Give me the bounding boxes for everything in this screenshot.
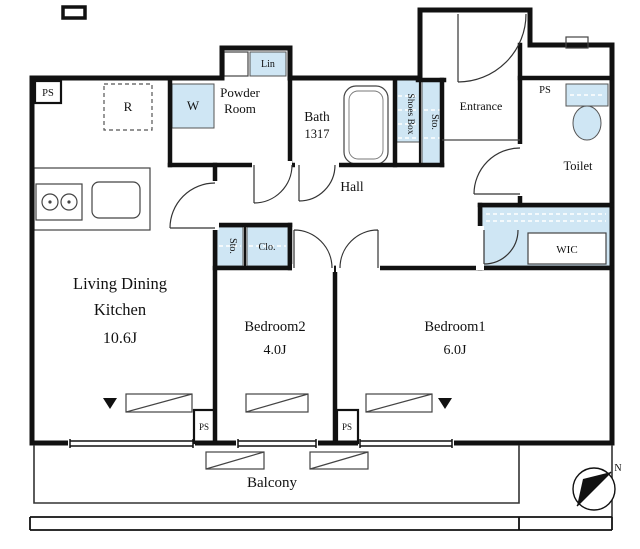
shoes-box-label: Shoes Box xyxy=(405,94,415,135)
balcony-border xyxy=(33,445,520,504)
washer-label: W xyxy=(187,98,200,113)
linen-label: Lin xyxy=(261,59,275,70)
stove-icon xyxy=(35,183,83,221)
door-arc-bedroom2 xyxy=(293,229,333,269)
bedroom1-area-label: 6.0J xyxy=(444,343,468,358)
closet-label: Clo. xyxy=(259,242,276,253)
sliding-symbol-diagonal xyxy=(365,393,433,413)
window-bedroom2 xyxy=(237,439,317,448)
window-cover xyxy=(358,437,454,449)
toilet-fixture xyxy=(565,83,609,141)
direction-triangles xyxy=(103,398,452,409)
linen-cabinet xyxy=(249,51,287,77)
sliding-door-symbols xyxy=(125,393,433,470)
bath-size-label: 1317 xyxy=(305,127,330,141)
hall-storage-label: Sto. xyxy=(227,238,238,254)
entrance-label: Entrance xyxy=(460,99,503,113)
sink-icon xyxy=(91,181,141,219)
balcony-label: Balcony xyxy=(247,475,297,491)
opening-bath xyxy=(295,161,339,169)
ps-shaft-bottom-right xyxy=(335,408,360,445)
toilet-label: Toilet xyxy=(564,159,594,173)
hall-label: Hall xyxy=(340,179,363,194)
stove-burner-dot xyxy=(67,200,71,204)
toilet-bowl xyxy=(572,105,602,141)
ldk-label-line1: Living Dining xyxy=(73,274,167,293)
labels: PS R W Powder Room Lin Bath 1317 Shoes B… xyxy=(42,59,593,491)
door-arc-bedroom1 xyxy=(339,229,379,269)
door-arc-wic xyxy=(483,229,519,265)
door-arc-bath xyxy=(298,164,336,202)
opening-wic xyxy=(476,226,484,270)
window-cover xyxy=(68,437,195,449)
door-openings xyxy=(211,144,524,272)
ldk-area-label: 10.6J xyxy=(103,330,137,347)
ps-label-bottom-left: PS xyxy=(199,422,209,432)
exterior-duct-top-right xyxy=(565,36,589,49)
walls xyxy=(29,7,615,446)
bedroom2-area-label: 4.0J xyxy=(264,343,288,358)
balcony-partition-diagonal xyxy=(309,451,369,470)
powder-room-label-line2: Room xyxy=(224,101,256,116)
opening-toilet xyxy=(516,144,524,196)
sliding-symbol-diagonal xyxy=(245,393,309,413)
windows xyxy=(68,437,454,449)
fridge-label: R xyxy=(124,99,133,114)
ps-shaft-top-left xyxy=(33,79,63,105)
entrance-storage-label: Sto. xyxy=(429,114,440,130)
window-cover xyxy=(236,437,318,449)
ldk-label-line2: Kitchen xyxy=(94,300,146,319)
bathtub-icon xyxy=(343,85,389,165)
door-arc-powder xyxy=(253,164,293,204)
door-arc-toilet xyxy=(473,147,521,195)
triangle-marker-ldk xyxy=(103,398,117,409)
balcony-partition-diagonal xyxy=(205,451,265,470)
ps-label-top-left: PS xyxy=(42,88,54,99)
bathtub-inner xyxy=(348,90,384,160)
opening-bedroom1 xyxy=(336,264,380,272)
opening-ldk xyxy=(211,181,219,230)
outer-wall xyxy=(29,7,615,446)
bathtub-outer xyxy=(343,85,389,165)
north-label: N xyxy=(614,463,621,474)
wic-label: WIC xyxy=(556,244,577,256)
ps-shaft-bottom-left xyxy=(192,408,217,445)
fridge-space xyxy=(103,83,153,131)
kitchen-counter xyxy=(33,167,151,231)
exterior-duct-top-left xyxy=(61,5,87,20)
compass: N xyxy=(572,463,622,511)
door-swings xyxy=(169,13,527,269)
ps-label-bottom-right: PS xyxy=(342,422,352,432)
triangle-marker-bedroom1 xyxy=(438,398,452,409)
opening-powder xyxy=(252,161,292,169)
window-bedroom1 xyxy=(359,439,453,448)
sliding-symbol-diagonal xyxy=(125,393,193,413)
powder-room-label-line1: Powder xyxy=(220,85,260,100)
site-boundary-lines xyxy=(29,516,613,531)
entrance-storage-shelves xyxy=(424,109,440,139)
washer-space xyxy=(171,83,215,129)
bedroom1-label: Bedroom1 xyxy=(424,319,485,335)
opening-bedroom2 xyxy=(292,264,334,272)
ps-shafts xyxy=(33,79,360,445)
ps-label-top-right: PS xyxy=(539,85,551,96)
door-arc-entrance xyxy=(457,13,527,83)
shoes-box-cabinet xyxy=(395,79,421,143)
bedroom2-label: Bedroom2 xyxy=(244,319,305,335)
stove-burner-dot xyxy=(48,200,52,204)
boundary-double-line xyxy=(29,516,613,531)
bath-label: Bath xyxy=(304,109,330,124)
wic-inner-space xyxy=(527,232,607,265)
door-arc-ldk xyxy=(169,182,216,229)
wic-shelves xyxy=(486,213,606,222)
window-ldk xyxy=(69,439,194,448)
shoes-box-shelves xyxy=(398,95,418,139)
compass-needle xyxy=(577,472,611,506)
closet-box xyxy=(246,226,289,267)
